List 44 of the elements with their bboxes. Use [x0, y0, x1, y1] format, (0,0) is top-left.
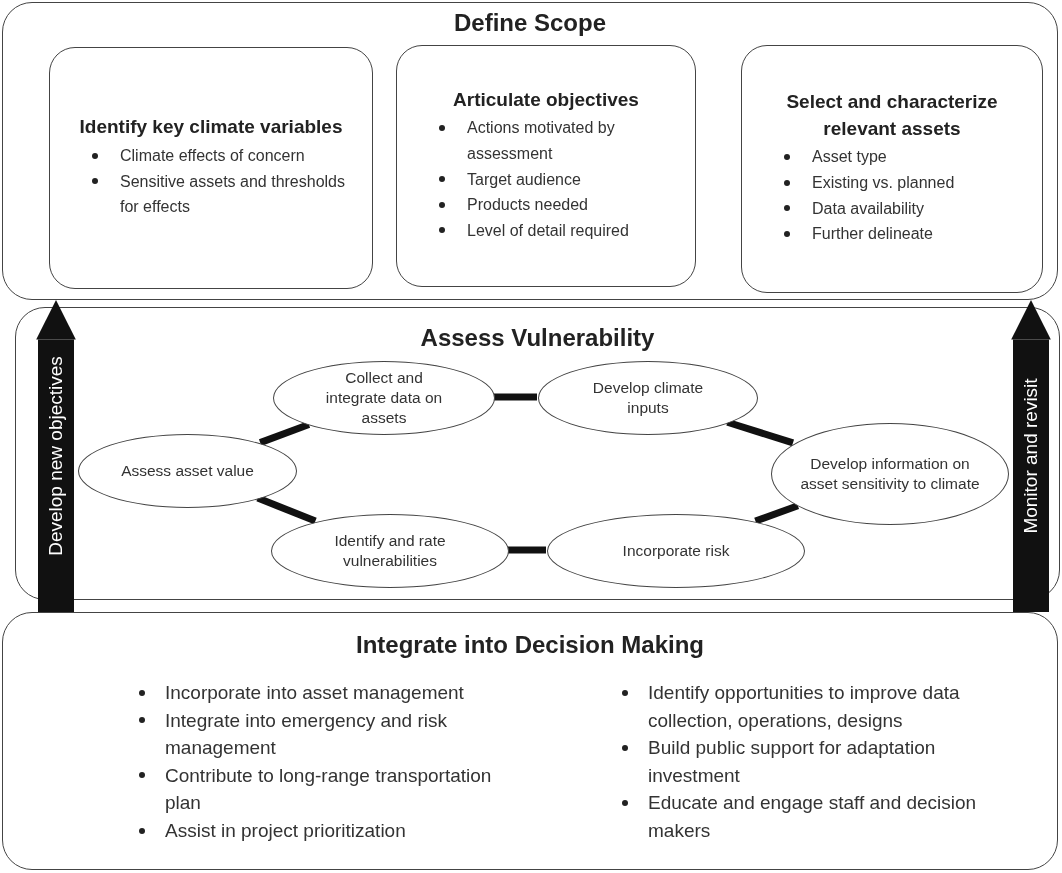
- bullet-item: Educate and engage staff and decision makers: [648, 792, 977, 841]
- task-card: [396, 45, 696, 287]
- edge-label: Monitor and revisit: [1020, 378, 1042, 534]
- step-label: Develop information on asset sensitivity to climate: [799, 453, 981, 494]
- step-label: Assess asset value: [121, 460, 254, 481]
- panel-title: Integrate into Decision Making: [354, 631, 705, 659]
- block-arrow: [36, 300, 76, 612]
- connector-line: [754, 502, 800, 525]
- bullet-item: Sensitive assets and thresholds for effects: [120, 172, 345, 216]
- task-card: [49, 47, 373, 289]
- connector-line: [494, 393, 537, 401]
- edge-label: Develop new objectives: [45, 356, 67, 556]
- bullet-item: Contribute to long-range transportation plan: [165, 764, 492, 814]
- bullet-item: Level of detail required: [467, 221, 629, 239]
- bullet-item: Assist in project prioritization: [165, 819, 406, 841]
- bullet-item: Asset type: [812, 148, 887, 166]
- step-label: Identify and rate vulnerabilities: [333, 530, 447, 571]
- bullet-item: Climate effects of concern: [120, 146, 305, 164]
- panel-title: Assess Vulnerability: [419, 324, 656, 352]
- stage-panel: [2, 2, 1058, 300]
- connector-line: [508, 546, 546, 554]
- bullet-item: Products needed: [467, 196, 588, 214]
- bullet-item: Target audience: [467, 170, 581, 188]
- card-title: Identify key climate variables: [78, 115, 344, 140]
- step-label: Incorporate risk: [622, 540, 730, 561]
- stage-panel: [2, 612, 1058, 870]
- card-title: Articulate objectives: [452, 87, 640, 112]
- bullet-item: Actions motivated by assessment: [467, 119, 615, 162]
- bullet-item: Existing vs. planned: [812, 174, 955, 191]
- card-title: Select and characterize relevant assets: [785, 90, 999, 141]
- bullet-item: Further delineate: [812, 225, 933, 243]
- bullet-item: Identify opportunities to improve data collection, operations, designs: [648, 682, 960, 731]
- connector-line: [258, 421, 311, 446]
- block-arrow: [1011, 300, 1051, 612]
- stage-panel: [15, 307, 1060, 600]
- bullet-item: Incorporate into asset management: [165, 682, 464, 703]
- task-card: [741, 45, 1043, 293]
- bullet-item: Build public support for adaptation investment: [648, 737, 936, 786]
- panel-title: Define Scope: [452, 9, 607, 37]
- bullet-item: Integrate into emergency and risk management: [165, 709, 447, 759]
- step-label: Collect and integrate data on assets: [324, 367, 444, 429]
- bullet-item: Data availability: [812, 199, 925, 217]
- step-label: Develop climate inputs: [591, 377, 705, 418]
- connector-line: [726, 418, 795, 447]
